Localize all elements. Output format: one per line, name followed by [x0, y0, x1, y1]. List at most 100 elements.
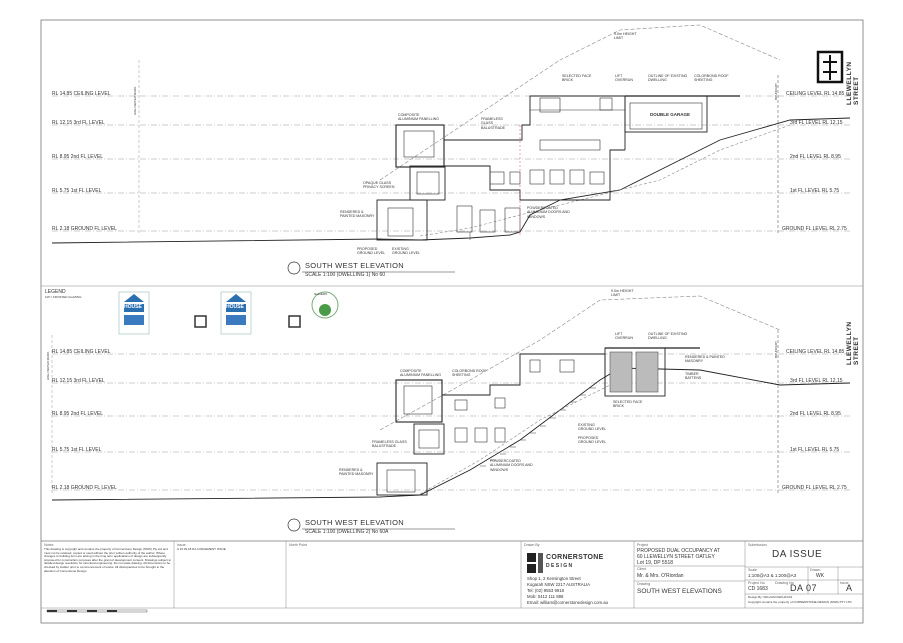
note-lift-overrun: LIFT OVERRUN	[615, 74, 633, 83]
sheet-frame	[40, 19, 864, 624]
designed-by: Design By: WILLIAM KEKHAYAS	[748, 595, 793, 599]
note-frameless: FRAMELESS GLASS BALUSTRADE	[481, 117, 505, 130]
level-label-right: 3rd FL LEVEL RL 12.15	[790, 120, 843, 126]
issue-row: A 15.03.18 DA LODGEMENT ISSUE	[177, 547, 226, 551]
title-block-grid	[41, 541, 863, 609]
level-label-left: RL 5.75 1st FL LEVEL	[52, 447, 102, 453]
level-label-right: GROUND FL LEVEL RL 2.75	[782, 226, 847, 232]
title-bubble-2	[287, 518, 301, 532]
note-boundary: BOUNDARY	[774, 83, 778, 100]
street-label: LLEWELLYN STREET	[846, 61, 860, 105]
address-line-1: Shop 1, 2 Kensington Street	[527, 576, 581, 581]
level-label-left: RL 14.85 CEILING LEVEL	[52, 349, 111, 355]
note-colorbond: COLORBOND ROOF SHEETING	[694, 74, 729, 83]
cert-1-word: HOUSE	[124, 304, 142, 310]
issue-header: Issue	[177, 543, 186, 547]
note-proposed-ground: PROPOSED GROUND LEVEL	[578, 436, 607, 445]
note-water-mark: HIGH WATER MARK	[133, 86, 137, 115]
level-label-right: CEILING LEVEL RL 14.85	[786, 349, 845, 355]
legend-subtitle: FW = FROSTED GLAZING	[45, 295, 82, 299]
note-boundary: BOUNDARY	[774, 341, 778, 358]
level-label-left: RL 2.18 GROUND FL LEVEL	[52, 226, 117, 232]
mob: Mob: 0412 111 888	[527, 594, 564, 599]
drawn-header: Drawn	[810, 568, 821, 572]
issue-no: A	[846, 583, 853, 593]
note-double-garage: DOUBLE GARAGE	[650, 112, 691, 117]
project-line-1: PROPOSED DUAL OCCUPANCY AT	[637, 548, 720, 554]
drawing-name: SOUTH WEST ELEVATIONS	[637, 588, 722, 595]
company-logo	[527, 553, 543, 573]
note-frameless: FRAMELESS GLASS BALUSTRADE	[372, 440, 407, 449]
note-rendered: RENDERED & PAINTED MASONRY	[339, 468, 374, 477]
note-rendered: RENDERED & PAINTED MASONRY	[340, 210, 375, 219]
drawing-header: Drawing	[637, 582, 651, 586]
level-label-right: 3rd FL LEVEL RL 12.15	[790, 378, 843, 384]
drawn-by-header: Drawn By	[524, 543, 540, 547]
elevation-scale-2: SCALE 1:100 (DWELLING 2) No 60A	[305, 529, 389, 535]
note-composite: COMPOSITE ALUMINIUM PANELLING	[400, 369, 442, 378]
level-lines-2	[52, 353, 850, 491]
email: Email: william@cornerstonedesign.com.au	[527, 600, 609, 605]
level-label-right: 2nd FL LEVEL RL 8.95	[790, 154, 841, 160]
project-no: CD 1683	[748, 586, 768, 592]
elevation-2	[51, 295, 851, 501]
notes-text: This drawing is copyright and remains th…	[44, 548, 172, 573]
legend-title: LEGEND	[45, 289, 66, 295]
project-header: Project	[637, 543, 649, 547]
legend-certificates	[118, 291, 339, 335]
level-label-right: CEILING LEVEL RL 14.85	[786, 91, 845, 97]
note-face-brick: SELECTED FACE BRICK	[562, 74, 592, 83]
note-water-mark: HIGH WATER MARK	[46, 351, 50, 380]
scale-header: Scale	[748, 568, 757, 572]
level-lines-1	[52, 95, 850, 232]
street-label: LLEWELLYN STREET	[846, 321, 860, 365]
project-no-header: Project No	[748, 581, 765, 585]
elevation-title-2: SOUTH WEST ELEVATION	[305, 518, 404, 527]
note-powdercoated: POWDERCOATED ALUMINIUM DOORS AND WINDOWS	[490, 459, 533, 472]
north-symbol	[816, 50, 844, 84]
issue-no-header: Issue	[840, 581, 849, 585]
scale-value: 1:100@A3 & 1:200@A3	[748, 573, 797, 578]
level-label-right: GROUND FL LEVEL RL 2.75	[782, 485, 847, 491]
drawing-no-header: Drawing No	[775, 581, 794, 585]
scale-bar	[46, 609, 148, 613]
submission: DA ISSUE	[772, 549, 823, 560]
client-header: Client	[637, 567, 647, 571]
level-label-left: RL 2.18 GROUND FL LEVEL	[52, 485, 117, 491]
note-height-limit: 9.0m HEIGHT LIMIT	[614, 32, 637, 41]
note-rendered-right: RENDERED & PAINTED MASONRY	[685, 355, 725, 364]
note-powdercoated: POWDERCOATED ALUMINIUM DOORS AND WINDOWS	[527, 206, 570, 219]
note-height-limit: 9.0m HEIGHT LIMIT	[611, 289, 634, 298]
level-label-left: RL 5.75 1st FL LEVEL	[52, 188, 102, 194]
level-label-left: RL 8.95 2nd FL LEVEL	[52, 154, 104, 160]
copyright: Copyright remains the property of CORNER…	[748, 600, 852, 604]
submission-header: Submission	[748, 543, 767, 547]
level-label-right: 1st FL LEVEL RL 5.75	[790, 447, 840, 453]
level-label-right: 1st FL LEVEL RL 5.75	[790, 188, 840, 194]
note-timber-battens: TIMBER BATTENS	[685, 372, 702, 381]
tel: Tel: (02) 9553 9918	[527, 588, 565, 593]
note-existing-ground: EXISTING GROUND LEVEL	[578, 423, 607, 432]
level-label-left: RL 8.95 2nd FL LEVEL	[52, 411, 104, 417]
note-colorbond: COLORBOND ROOF SHEETING	[452, 369, 487, 378]
client: Mr. & Mrs. O'Riordan	[637, 573, 684, 579]
elevation-scale-1: SCALE 1:100 (DWELLING 1) No 60	[305, 272, 386, 278]
note-lift-overrun: LIFT OVERRUN	[615, 332, 633, 341]
company-sub: D E S I G N	[546, 563, 573, 569]
company-name: CORNERSTONE	[546, 554, 604, 561]
northpoint-header: North Point	[289, 543, 307, 547]
note-composite: COMPOSITE ALUMINIUM PANELLING	[398, 113, 440, 122]
level-label-right: 2nd FL LEVEL RL 8.95	[790, 411, 841, 417]
note-proposed-ground: PROPOSED GROUND LEVEL	[357, 247, 386, 256]
level-label-left: RL 12.15 3rd FL LEVEL	[52, 378, 105, 384]
level-label-left: RL 14.85 CEILING LEVEL	[52, 91, 111, 97]
note-face-brick: SELECTED FACE BRICK	[613, 400, 643, 409]
cert-2-word: HOUSE	[226, 304, 244, 310]
elevation-1	[51, 24, 851, 244]
project-line-3: Lot 19, DP 5518	[637, 560, 674, 566]
nathers-badge-word: NatHERS	[314, 292, 328, 296]
address-line-2: Kogarah NSW 2217 AUSTRALIA	[527, 582, 591, 587]
project-line-2: 60 LLEWELLYN STREET OATLEY	[637, 554, 715, 560]
